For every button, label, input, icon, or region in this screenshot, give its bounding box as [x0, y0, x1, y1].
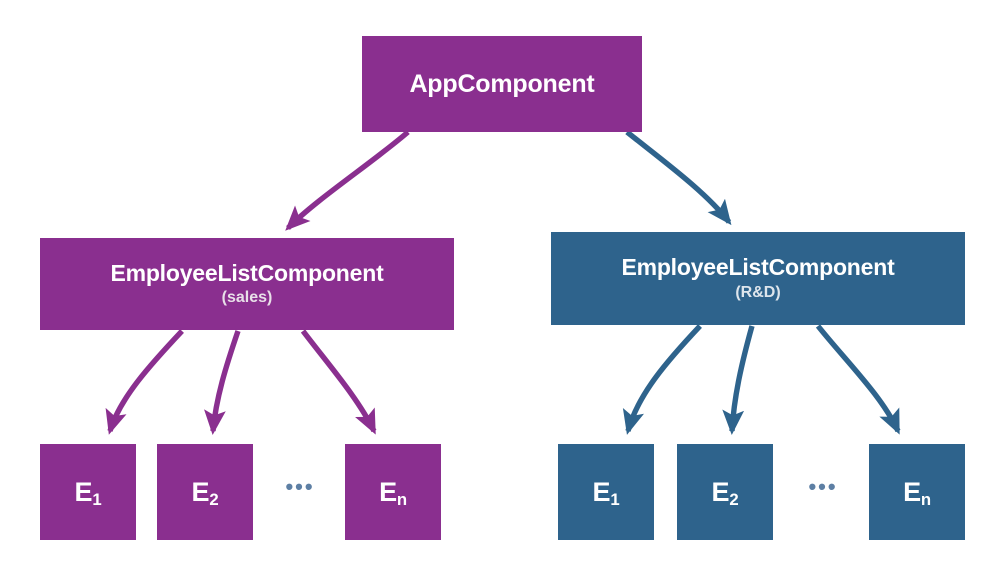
- leaf-base: E: [711, 476, 730, 507]
- node-employee-sales-1[interactable]: E1: [40, 444, 136, 540]
- node-employee-list-rnd-subtitle: (R&D): [735, 283, 781, 301]
- leaf-base: E: [903, 476, 921, 507]
- edge-app-to-sales: [285, 129, 410, 231]
- node-employee-rnd-n[interactable]: En: [869, 444, 965, 540]
- node-employee-rnd-1-label: E1: [592, 476, 620, 509]
- leaf-subscript: n: [396, 489, 407, 509]
- node-employee-sales-2-label: E2: [191, 476, 219, 509]
- edge-sales-to-en: [300, 329, 377, 435]
- leaf-subscript: 1: [92, 489, 102, 509]
- node-employee-rnd-1[interactable]: E1: [558, 444, 654, 540]
- edge-app-to-rnd: [625, 129, 732, 226]
- edge-rnd-to-e1: [622, 324, 702, 435]
- edge-sales-to-e2: [204, 330, 241, 435]
- node-employee-rnd-2-label: E2: [711, 476, 739, 509]
- ellipsis-sales: •••: [285, 474, 315, 499]
- node-employee-list-sales-label: EmployeeListComponent: [110, 259, 384, 286]
- node-employee-sales-n[interactable]: En: [345, 444, 441, 540]
- edge-rnd-to-e2: [722, 325, 755, 435]
- ellipsis-rnd: •••: [808, 474, 838, 499]
- leaf-subscript: 2: [209, 489, 219, 509]
- leaf-subscript: n: [920, 489, 931, 509]
- node-employee-list-rnd-label: EmployeeListComponent: [621, 254, 895, 281]
- edge-sales-to-e1: [105, 329, 184, 435]
- edge-rnd-to-en: [815, 324, 901, 435]
- leaf-base: E: [74, 476, 93, 507]
- node-employee-rnd-n-label: En: [903, 476, 931, 509]
- node-employee-sales-1-label: E1: [74, 476, 102, 509]
- leaf-base: E: [379, 476, 397, 507]
- node-employee-rnd-2[interactable]: E2: [677, 444, 773, 540]
- node-employee-sales-2[interactable]: E2: [157, 444, 253, 540]
- leaf-subscript: 1: [610, 489, 620, 509]
- node-employee-list-sales-subtitle: (sales): [221, 289, 273, 307]
- node-employee-list-rnd[interactable]: EmployeeListComponent (R&D): [551, 232, 965, 325]
- node-employee-sales-n-label: En: [379, 476, 407, 509]
- node-app-component-label: AppComponent: [409, 70, 595, 98]
- leaf-base: E: [592, 476, 611, 507]
- leaf-base: E: [191, 476, 210, 507]
- node-app-component[interactable]: AppComponent: [362, 36, 642, 132]
- leaf-subscript: 2: [729, 489, 739, 509]
- node-employee-list-sales[interactable]: EmployeeListComponent (sales): [40, 238, 454, 330]
